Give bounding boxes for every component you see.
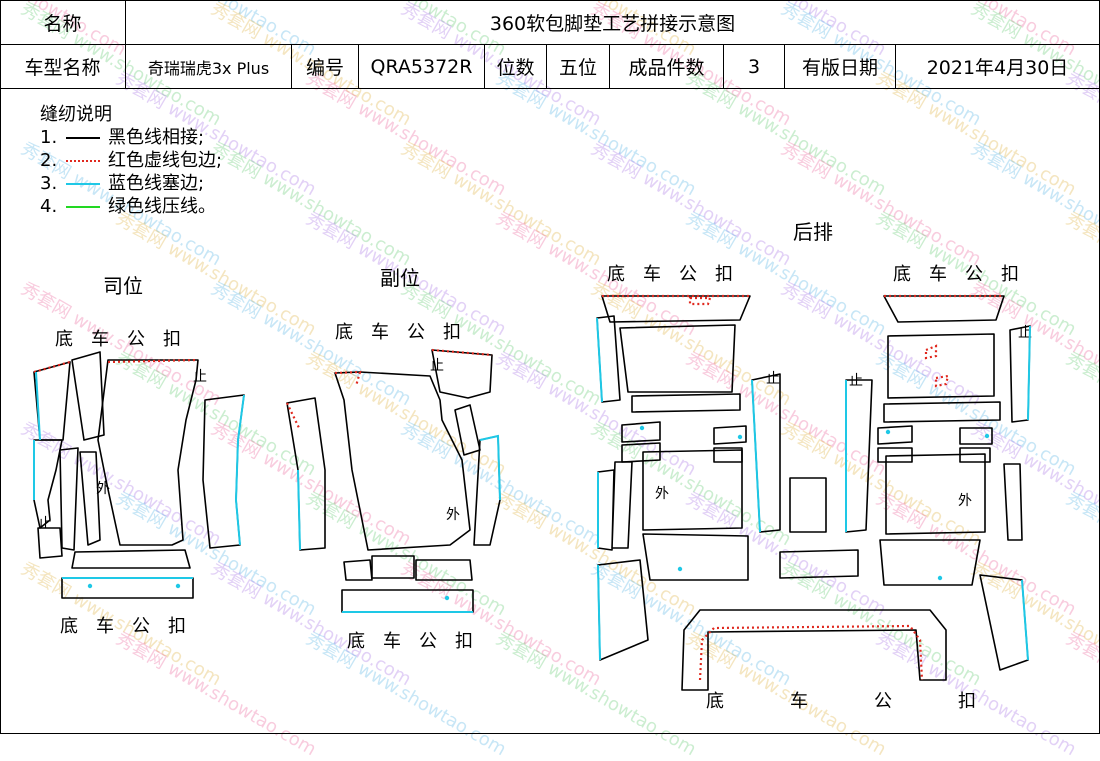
rear-left-main-mat (642, 449, 743, 531)
rear-center-hump (681, 609, 947, 691)
black-line-swatch (66, 136, 100, 139)
legend-item: 4. 绿色线压线。 (40, 195, 222, 218)
rear-left-lower-mat (642, 533, 749, 581)
cyan-dot (885, 429, 891, 435)
legend-text: 蓝色线塞边; (108, 173, 205, 194)
driver-heel-piece (71, 549, 191, 569)
rear-section-title: 后排 (793, 220, 833, 244)
legend-num: 4. (40, 196, 58, 217)
cyan-dot (87, 583, 93, 589)
legend-num: 2. (40, 150, 58, 171)
bottom-clip-label: 底 车 公 扣 (347, 631, 473, 652)
code-label: 编号 (292, 45, 359, 89)
cyan-dot (677, 566, 683, 572)
code-value: QRA5372R (359, 45, 485, 89)
red-edge (934, 374, 950, 388)
rear-right-side-blocks-right (959, 427, 993, 463)
cyan-dot (639, 425, 645, 431)
passenger-section-title: 副位 (380, 266, 420, 290)
cyan-dot (737, 434, 743, 440)
seats-value: 五位 (547, 45, 610, 89)
cyan-edge (35, 371, 41, 441)
rear-center-top-piece (789, 477, 827, 533)
cyan-line-swatch (66, 182, 100, 185)
driver-corner-piece (37, 527, 63, 559)
legend-item: 1. 黑色线相接; (40, 126, 222, 149)
cyan-edge (234, 394, 245, 546)
count-value: 3 (724, 45, 785, 89)
cyan-dot (984, 433, 990, 439)
rear-right-side-blocks (877, 425, 913, 463)
cyan-edge (297, 469, 301, 551)
legend-item: 3. 蓝色线塞边; (40, 172, 222, 195)
bottom-clip-label: 底 车 公 扣 (60, 616, 186, 637)
cyan-edge (751, 379, 761, 533)
bottom-clip-label: 底 车 公 扣 (607, 264, 733, 285)
driver-inner-strip (79, 451, 101, 546)
outer-label: 外 (655, 486, 669, 502)
outer-label: 外 (446, 507, 460, 523)
cyan-edge (596, 317, 603, 403)
legend-num: 3. (40, 173, 58, 194)
red-edge (107, 358, 199, 364)
driver-strip-piece (71, 351, 105, 441)
outer-frame (0, 0, 1100, 734)
cyan-edge (1027, 325, 1031, 421)
header-table: 名称 360软包脚垫工艺拼接示意图 车型名称 奇瑞瑞虎3x Plus 编号 QR… (0, 0, 1100, 89)
red-edge (334, 370, 362, 387)
bottom-clip-label: 底 车 公 扣 (706, 691, 1000, 712)
bottom-clip-label: 底 车 公 扣 (335, 322, 461, 343)
cyan-dot (937, 575, 943, 581)
stop-label: 止 (1018, 325, 1032, 341)
legend-num: 1. (40, 127, 58, 148)
red-dotted-swatch (66, 159, 100, 162)
sewing-legend: 缝纫说明 1. 黑色线相接; 2. 红色虚线包边; 3. 蓝色线塞边; 4. 绿… (40, 103, 222, 218)
legend-item: 2. 红色虚线包边; (40, 149, 222, 172)
legend-text: 绿色线压线。 (108, 196, 216, 217)
legend-text: 黑色线相接; (108, 127, 205, 148)
rear-right-bar-2 (883, 401, 1001, 423)
red-edge (431, 348, 493, 357)
rear-right-tunnel-piece (887, 333, 995, 399)
red-edge (698, 624, 924, 681)
name-label: 名称 (0, 0, 126, 45)
red-edge (924, 344, 938, 360)
date-label: 有版日期 (785, 45, 896, 89)
cyan-edge (1021, 579, 1029, 661)
green-line-swatch (66, 205, 100, 208)
red-edge (688, 296, 712, 306)
cyan-edge (597, 564, 601, 661)
stop-label: 止 (849, 373, 863, 389)
rear-center-lower-piece (779, 549, 859, 579)
cyan-dot (175, 583, 181, 589)
rear-right-main-mat (885, 453, 986, 535)
cyan-dot (444, 595, 450, 601)
model-label: 车型名称 (0, 45, 126, 89)
passenger-heel-mid (371, 555, 415, 579)
rear-left-bar-2 (631, 393, 741, 413)
rear-left-tunnel-piece (619, 324, 736, 393)
legend-title: 缝纫说明 (40, 104, 112, 125)
cyan-edge (479, 434, 501, 501)
model-value: 奇瑞瑞虎3x Plus (126, 45, 292, 89)
passenger-main-mat (334, 371, 471, 551)
bottom-clip-label: 底 车 公 扣 (55, 329, 181, 350)
rear-left-top-bar (601, 295, 751, 323)
outer-label: 外 (958, 493, 972, 509)
legend-text: 红色虚线包边; (108, 150, 223, 171)
driver-main-mat (97, 359, 199, 546)
bottom-clip-label: 底 车 公 扣 (893, 264, 1019, 285)
pattern-diagram (33, 294, 1031, 691)
count-label: 成品件数 (610, 45, 724, 89)
rear-left-side-blocks (621, 421, 661, 463)
driver-left-lower-piece (33, 439, 63, 529)
passenger-heel-left (343, 559, 373, 581)
driver-section-title: 司位 (103, 274, 143, 298)
rear-right-lower-mat (879, 539, 981, 586)
red-edge (33, 360, 71, 374)
driver-center-strip (59, 447, 79, 551)
passenger-heel-right (415, 559, 473, 581)
rear-right-vertical-strips (1003, 463, 1023, 541)
seats-label: 位数 (485, 45, 547, 89)
